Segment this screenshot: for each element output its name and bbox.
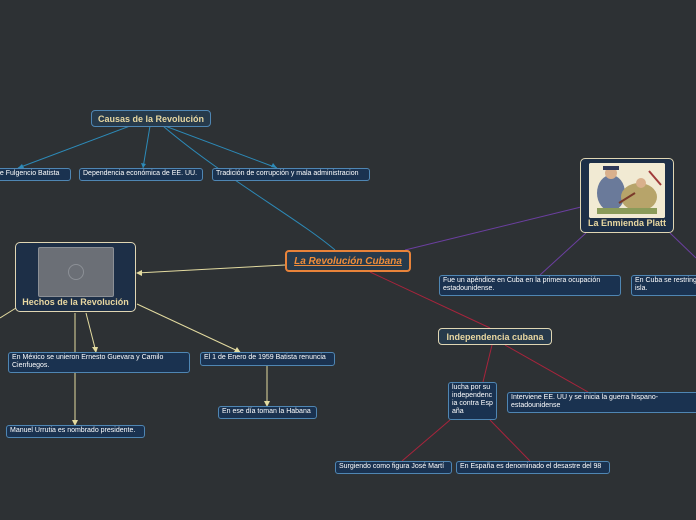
edge-lucha-marti: [401, 419, 451, 462]
edge-central-hechos: [136, 264, 286, 274]
hechos-item-enero[interactable]: El 1 de Enero de 1959 Batista renuncia: [200, 352, 335, 366]
platt-label: La Enmienda Platt: [587, 218, 667, 228]
indep-item-interviene[interactable]: Interviene EE. UU y se inicia la guerra …: [507, 392, 696, 413]
branch-hechos[interactable]: Hechos de la Revolución: [15, 242, 136, 312]
edge-central-causas: [162, 125, 336, 251]
indep-item-marti[interactable]: Surgiendo como figura José Martí: [335, 461, 452, 474]
edge-lucha-desastre: [489, 419, 531, 462]
branch-platt[interactable]: La Enmienda Platt: [580, 158, 674, 233]
platt-item-apendice[interactable]: Fue un apéndice en Cuba en la primera oc…: [439, 275, 621, 296]
indep-item-lucha[interactable]: lucha por su independencia contra España: [448, 382, 497, 420]
edge-central-independencia: [369, 271, 491, 329]
edge-causas-tradicion: [164, 125, 278, 169]
central-topic[interactable]: La Revolución Cubana: [285, 250, 411, 272]
edge-hechos-mexico: [85, 312, 97, 353]
hechos-item-mexico[interactable]: En México se unieron Ernesto Guevara y C…: [8, 352, 190, 373]
edge-hechos-enero: [136, 303, 241, 353]
edge-central-platt: [404, 206, 582, 251]
causas-item-tradicion[interactable]: Tradición de corrupción y mala administr…: [212, 168, 370, 181]
edge-platt-apendice: [539, 232, 587, 276]
hechos-label: Hechos de la Revolución: [22, 297, 129, 307]
branch-independencia[interactable]: Independencia cubana: [438, 328, 552, 345]
image-placeholder-icon: [38, 247, 114, 297]
causas-item-batista[interactable]: de Fulgencio Batista: [0, 168, 71, 181]
indep-item-desastre[interactable]: En España es denominado el desastre del …: [456, 461, 610, 474]
edge-indep-interviene: [504, 344, 589, 393]
edge-hechos-left: [0, 307, 17, 319]
branch-causas[interactable]: Causas de la Revolución: [91, 110, 211, 127]
platt-illustration-image: [589, 163, 665, 218]
hechos-item-habana[interactable]: En ese día toman la Habana: [218, 406, 317, 419]
edge-causas-batista: [17, 125, 131, 169]
edge-indep-lucha: [482, 344, 493, 383]
edge-causas-dependencia: [142, 125, 151, 169]
causas-item-dependencia[interactable]: Dependencia económica de EE. UU.: [79, 168, 203, 181]
platt-item-restringe[interactable]: En Cuba se restringe isla.: [631, 275, 696, 296]
hechos-item-urrutia[interactable]: Manuel Urrutia es nombrado presidente.: [6, 425, 145, 438]
edge-platt-restringe: [669, 232, 696, 259]
